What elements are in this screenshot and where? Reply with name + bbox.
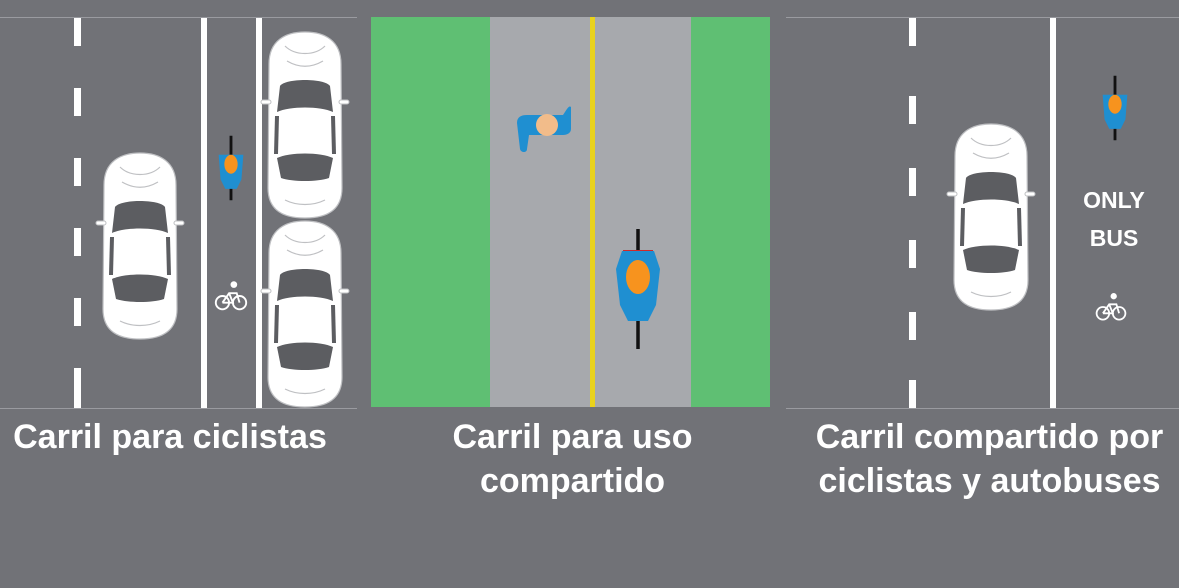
lane-marking-line1: ONLY [1083,187,1145,213]
bike-lane-line-right [256,18,262,408]
cyclist [616,229,660,349]
bus-bike-lane-caption: Carril compartido por ciclistas y autobu… [815,418,1164,500]
grass-strip-left [371,17,490,407]
bus-lane-line [1050,18,1056,408]
shared-use-path-panel [371,17,770,407]
dashed-lane-line [74,18,81,408]
only-bus-lane-marking: ONLY BUS [1064,181,1164,257]
parked-car-top-view [260,31,350,219]
bike-lane-caption: Carril para ciclistas [13,418,327,456]
shared-use-caption: Carril para uso compartido [452,418,693,500]
grass-strip-right [691,17,770,407]
bike-lane-panel [0,17,357,409]
bicycle-icon [214,280,248,311]
bike-lane-line-left [201,18,207,408]
shared-use-path-diagram [371,17,770,407]
cyclist [217,134,245,202]
dashed-lane-line [909,18,916,408]
lane-marking-line2: BUS [1089,225,1139,251]
pedestrian [517,106,571,152]
bus-bike-lane-panel [786,17,1179,409]
center-line [590,17,595,407]
car-top-view [946,123,1036,311]
bus-bike-lane-diagram [909,18,1129,408]
cyclist [1101,74,1129,142]
parked-car-top-view [260,220,350,408]
bicycle-icon [1095,292,1127,321]
car-top-view [95,152,185,340]
bike-lane-diagram [74,18,350,408]
